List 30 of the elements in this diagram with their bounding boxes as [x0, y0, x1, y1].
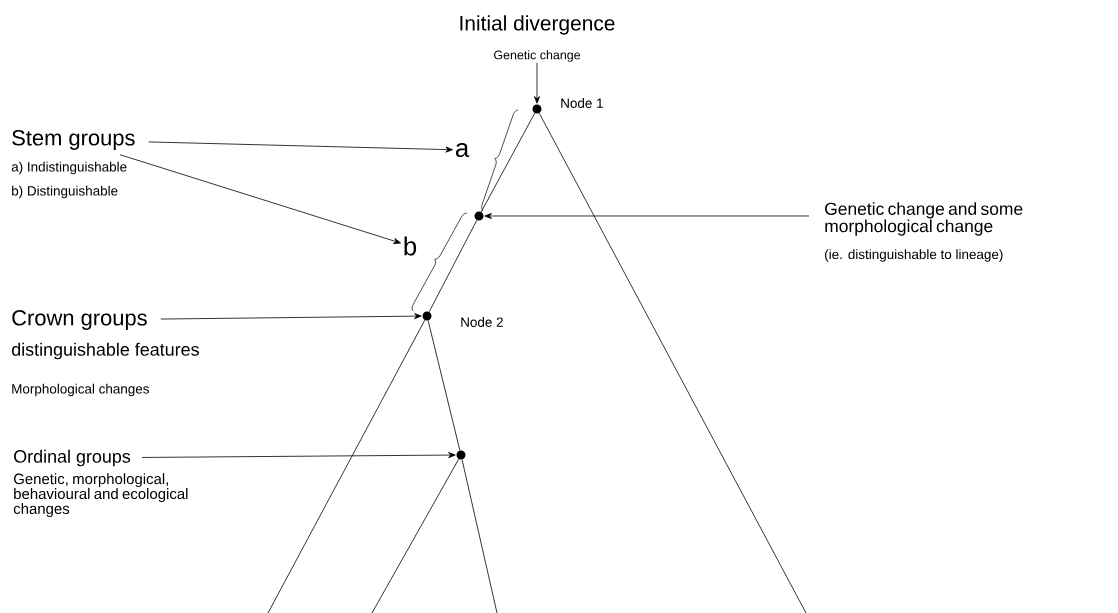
branch-line [428, 219, 478, 313]
node-caption: Node 2 [461, 317, 503, 327]
node-label: Genetic change and some morphological change [825, 202, 1023, 236]
node-label: Crown groups [12, 310, 147, 330]
arrow [141, 452, 456, 459]
node-caption: Node 1 [561, 98, 603, 108]
note-text: (ie. distinguishable to lineage) [825, 249, 1003, 262]
note-text: distinguishable features [11, 342, 199, 360]
arrow [148, 141, 453, 153]
branch-line [267, 319, 426, 613]
branch-line [480, 112, 536, 213]
arrow [534, 62, 540, 104]
note-text: a) Indistinguishable [11, 161, 127, 175]
node-label: a [455, 142, 470, 158]
node-label: Ordinal groups [14, 449, 131, 467]
arrow [119, 154, 401, 244]
arrow [484, 213, 810, 219]
branch-line [461, 459, 498, 613]
note-text: Morphological changes [12, 383, 149, 397]
branch-line [538, 112, 807, 613]
branch-line [427, 320, 461, 451]
node-label: Genetic change [494, 50, 581, 62]
note-text: b) Distinguishable [12, 185, 118, 199]
arrow [160, 313, 422, 320]
branch-point [456, 450, 466, 460]
branch-line [371, 458, 460, 613]
note-text: Genetic, morphological, behavioural and ecological changes [13, 473, 188, 517]
node-label: b [404, 236, 417, 256]
title: Initial divergence [460, 15, 615, 35]
node-label: Stem groups [12, 130, 135, 150]
